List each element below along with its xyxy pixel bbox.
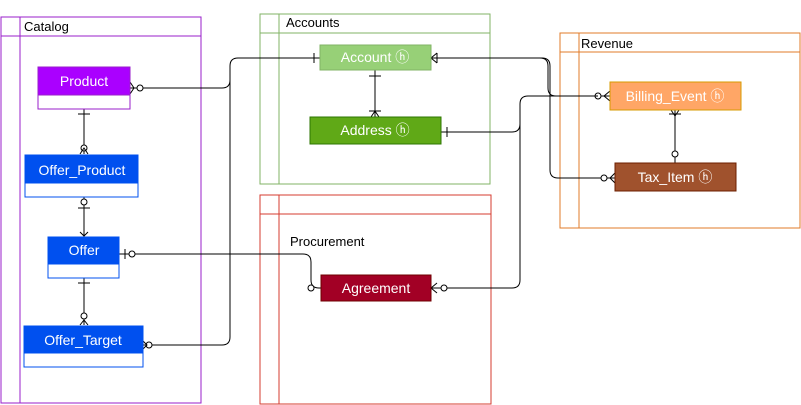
edge-product-account: [130, 57, 320, 89]
group-procurement: Procurement: [259, 194, 492, 405]
entity-offer-product-label: Offer_Product: [39, 162, 126, 178]
entity-tax-item-label: Tax_Item ⓗ: [638, 169, 713, 185]
entity-account[interactable]: Account ⓗ: [319, 44, 432, 71]
entity-account-label: Account ⓗ: [341, 49, 409, 65]
entity-offer[interactable]: Offer: [47, 236, 120, 279]
group-procurement-label: Procurement: [290, 234, 365, 249]
entity-offer-label: Offer: [69, 242, 100, 258]
edge-account-billing: [431, 57, 610, 97]
group-revenue: Revenue: [559, 32, 801, 229]
entity-product-label: Product: [60, 73, 108, 89]
edge-offer-target-account: [143, 66, 231, 346]
edge-agreement-billing: [431, 104, 521, 289]
entity-address[interactable]: Address ⓗ: [309, 116, 442, 145]
entity-product[interactable]: Product: [37, 66, 131, 110]
entity-offer-target[interactable]: Offer_Target: [23, 325, 144, 368]
entity-address-label: Address ⓗ: [340, 122, 409, 138]
group-catalog: Catalog: [0, 16, 202, 404]
edge-account-tax-item: [431, 57, 615, 179]
group-catalog-label: Catalog: [24, 19, 69, 34]
edge-offer-agreement: [119, 253, 321, 289]
edges: [78, 52, 681, 350]
group-accounts: Accounts: [259, 13, 491, 185]
entity-agreement-label: Agreement: [342, 280, 411, 296]
group-revenue-label: Revenue: [581, 36, 633, 51]
entity-tax-item[interactable]: Tax_Item ⓗ: [614, 162, 737, 192]
entity-offer-target-label: Offer_Target: [44, 332, 122, 348]
entity-agreement[interactable]: Agreement: [320, 274, 432, 302]
entity-billing-event-label: Billing_Event ⓗ: [626, 88, 725, 104]
group-accounts-label: Accounts: [286, 15, 340, 30]
entity-offer-product[interactable]: Offer_Product: [24, 154, 139, 198]
entity-billing-event[interactable]: Billing_Event ⓗ: [609, 81, 742, 111]
